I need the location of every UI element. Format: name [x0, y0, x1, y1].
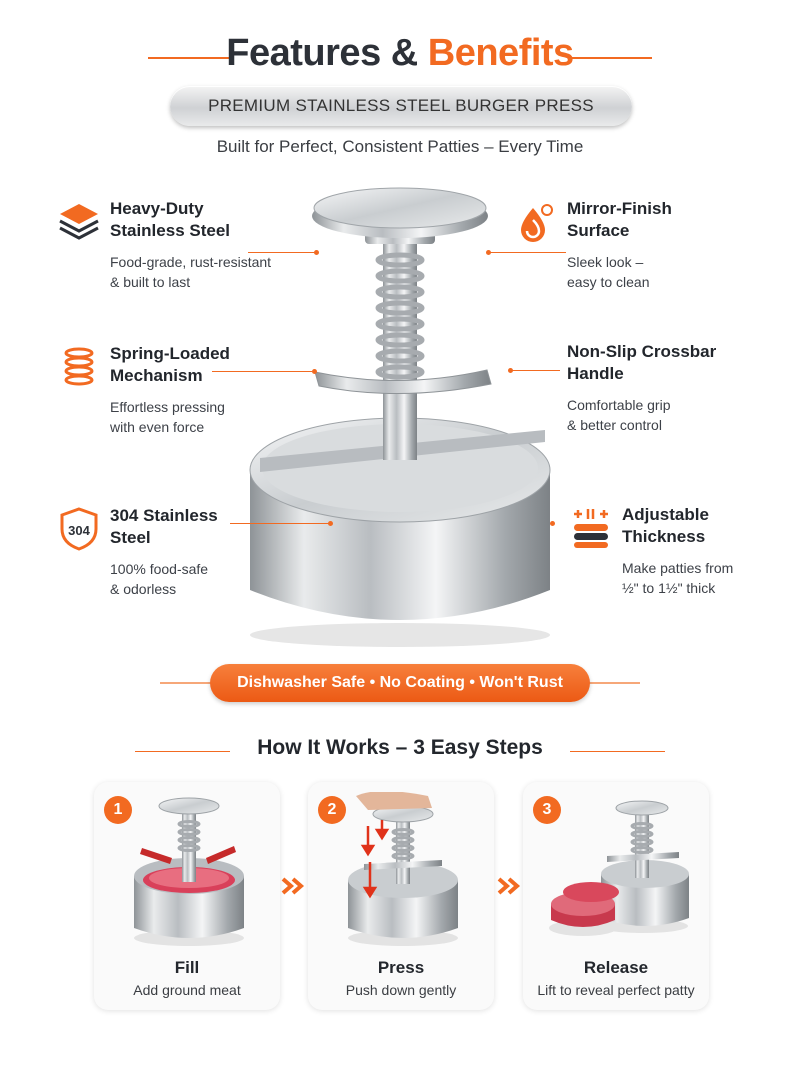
- step-title: Press: [377, 958, 425, 977]
- step-number-badge: 1: [104, 796, 132, 824]
- chevron-right-icon: [497, 877, 521, 895]
- spring-icon: [64, 347, 94, 386]
- banner-rule-right: [580, 682, 640, 684]
- leader-dot: [314, 250, 319, 255]
- droplet-shine-icon: [521, 204, 553, 242]
- leader-dot: [550, 521, 555, 526]
- how-it-works-title: How It Works – 3 Easy Steps: [257, 736, 543, 759]
- leader-dot: [312, 369, 317, 374]
- leader-dot: [328, 521, 333, 526]
- step-card-fill: 1 Fill Add ground meat: [94, 782, 280, 1010]
- step-number-badge: 2: [318, 796, 346, 824]
- leader-spring: [212, 371, 312, 372]
- feature-desc: Make patties from ½" to 1½" thick: [622, 560, 734, 596]
- step-desc: Add ground meat: [133, 982, 241, 998]
- release-step-illustration: [549, 800, 689, 936]
- title-dark: Features &: [226, 32, 418, 74]
- dishwasher-banner: Dishwasher Safe • No Coating • Won't Rus…: [210, 664, 590, 702]
- leader-crossbar: [510, 370, 560, 371]
- leader-heavy-duty: [248, 252, 316, 253]
- patty-stack-icon: [574, 509, 608, 548]
- step-number-badge: 3: [533, 796, 561, 824]
- step-card-press: 2 Press Push down gently: [308, 782, 494, 1010]
- leader-dot: [508, 368, 513, 373]
- chevron-right-icon: [281, 877, 305, 895]
- press-step-illustration: [348, 792, 458, 946]
- feature-desc: Comfortable grip & better control: [567, 397, 671, 433]
- step-desc: Lift to reveal perfect patty: [537, 982, 695, 998]
- feature-title: Non-Slip Crossbar Handle: [567, 342, 717, 383]
- step-title: Fill: [174, 958, 200, 977]
- banner-rule-left: [160, 682, 220, 684]
- feature-title: Spring-Loaded Mechanism: [110, 344, 230, 385]
- tagline: Built for Perfect, Consistent Patties – …: [216, 137, 584, 156]
- how-rule-left: [135, 751, 230, 752]
- step-desc: Push down gently: [345, 982, 457, 998]
- headline-rule-left: [148, 57, 230, 59]
- burger-press-illustration: [249, 187, 551, 647]
- feature-title: Heavy-Duty Stainless Steel: [110, 199, 231, 240]
- subtitle-pill: PREMIUM STAINLESS STEEL BURGER PRESS: [170, 86, 632, 126]
- title-accent: Benefits: [427, 32, 574, 74]
- feature-desc: Sleek look – easy to clean: [567, 254, 650, 290]
- headline: Features & Benefits: [0, 30, 800, 86]
- feature-desc: Food-grade, rust-resistant & built to la…: [110, 254, 272, 290]
- leader-304: [230, 523, 330, 524]
- shield-badge-text: 304: [68, 523, 90, 538]
- leader-mirror: [488, 252, 566, 253]
- step-card-release: 3 Release Lift to reveal perfect patty: [523, 782, 709, 1010]
- headline-rule-right: [570, 57, 652, 59]
- shield-304-icon: 304: [60, 507, 98, 551]
- how-it-works-header: How It Works – 3 Easy Steps: [0, 736, 800, 766]
- feature-desc: Effortless pressing with even force: [110, 399, 225, 435]
- feature-desc: 100% food-safe & odorless: [110, 561, 209, 597]
- feature-title: Adjustable Thickness: [622, 505, 709, 546]
- step-title: Release: [583, 958, 649, 977]
- feature-title: 304 Stainless Steel: [110, 506, 218, 547]
- how-rule-right: [570, 751, 665, 752]
- page-title: Features & Benefits: [0, 32, 800, 75]
- layers-icon: [59, 204, 99, 240]
- fill-step-illustration: [134, 797, 244, 946]
- leader-dot: [486, 250, 491, 255]
- feature-title: Mirror-Finish Surface: [567, 199, 672, 240]
